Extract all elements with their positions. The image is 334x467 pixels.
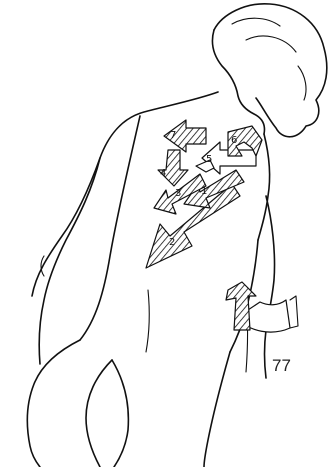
- waist-left: [27, 340, 80, 467]
- arrow-label-6: 6: [231, 135, 237, 146]
- head-profile: [212, 30, 264, 134]
- arrow-label-7: 7: [170, 130, 176, 141]
- torso-left-side: [80, 116, 140, 340]
- hair-strands: [232, 18, 306, 100]
- arrow-label-4: 4: [160, 168, 166, 179]
- arrow-label-5: 5: [206, 154, 212, 165]
- arrow-label-1: 1: [201, 186, 207, 197]
- arrow-label-3: 3: [175, 188, 181, 199]
- spine-low: [146, 290, 149, 352]
- neck-shoulder: [258, 134, 270, 240]
- hair-outline: [214, 4, 327, 137]
- buttock-curve: [86, 360, 112, 467]
- curved-band-edge: [290, 296, 298, 328]
- buttock-right: [112, 360, 128, 467]
- page-number: 77: [272, 356, 291, 376]
- hip-right: [204, 352, 230, 467]
- left-arm: [39, 158, 100, 364]
- arrow-label-2: 2: [169, 237, 175, 248]
- right-arm: [265, 196, 275, 378]
